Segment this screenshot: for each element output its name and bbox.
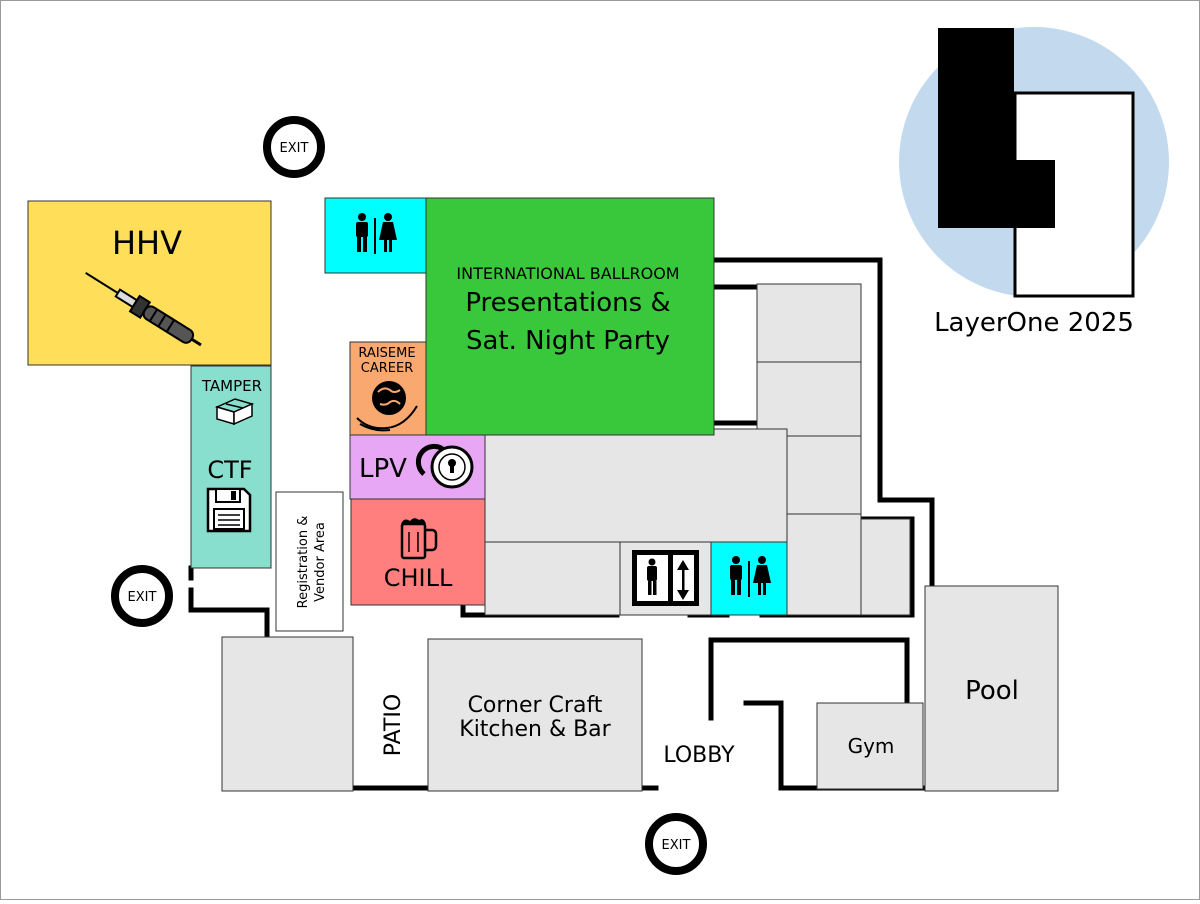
registration-label-line1: Registration &: [296, 516, 311, 609]
ctf-label: CTF: [207, 456, 252, 484]
ballroom-room: [425, 197, 715, 436]
gym-label: Gym: [848, 734, 895, 758]
wall-gym-corridor: [708, 637, 910, 721]
raiseme-label-line2: CAREER: [361, 361, 413, 376]
wall-lobby-east: [743, 700, 784, 791]
room-west: [221, 636, 354, 792]
logo-black-block: [938, 28, 1055, 228]
globe-in-hand-icon: [356, 381, 418, 432]
pool-room: [924, 585, 1059, 792]
chill-label: CHILL: [384, 564, 453, 592]
room-east-4: [786, 513, 862, 616]
raiseme-label-line1: RAISEME: [358, 346, 415, 361]
wall-east-outer: [711, 257, 935, 590]
exit-label: EXIT: [280, 141, 309, 156]
tamper-label: TAMPER: [201, 377, 262, 395]
beer-mug-icon: [400, 518, 438, 560]
exit-south: EXIT: [645, 813, 707, 875]
floppy-disk-icon: [206, 487, 252, 533]
pool-label: Pool: [965, 676, 1019, 706]
room-east-2: [756, 361, 862, 437]
restroom-icon: [356, 213, 397, 254]
exit-label: EXIT: [662, 838, 691, 853]
soldering-iron-icon: [85, 272, 202, 347]
exit-label: EXIT: [128, 590, 157, 605]
hhv-room: [27, 200, 272, 366]
corner-craft-room: [427, 638, 643, 792]
lpv-label: LPV: [359, 454, 407, 484]
room-east-1: [756, 283, 862, 363]
elevator-icon: [632, 550, 699, 606]
ballroom-line2: Sat. Night Party: [466, 326, 670, 356]
ballroom-heading: INTERNATIONAL BALLROOM: [456, 264, 679, 283]
layerone-logo: [899, 27, 1169, 298]
patio-label: PATIO: [381, 694, 406, 756]
ballroom-line1: Presentations &: [465, 288, 670, 318]
room-south-1: [484, 541, 621, 616]
corner-craft-label-line2: Kitchen & Bar: [459, 717, 611, 742]
room-east-3: [786, 435, 862, 515]
room-central: [484, 428, 788, 543]
lobby-label: LOBBY: [663, 743, 735, 768]
registration-area: [275, 491, 344, 632]
service-rooms: [221, 283, 1059, 792]
gym-room: [816, 702, 924, 790]
exit-north: EXIT: [263, 116, 325, 178]
exit-west: EXIT: [111, 565, 173, 627]
map-title: LayerOne 2025: [934, 308, 1134, 338]
ctf-room: [190, 365, 272, 569]
wall-exit-stub-2: [188, 587, 270, 639]
hhv-label: HHV: [112, 224, 182, 262]
registration-label-line2: Vendor Area: [313, 522, 328, 602]
box-icon: [214, 398, 255, 426]
padlock-icon: [415, 443, 474, 489]
room-east-5: [860, 518, 911, 616]
corner-craft-label-line1: Corner Craft: [468, 693, 603, 718]
restroom-icon: [730, 556, 771, 597]
